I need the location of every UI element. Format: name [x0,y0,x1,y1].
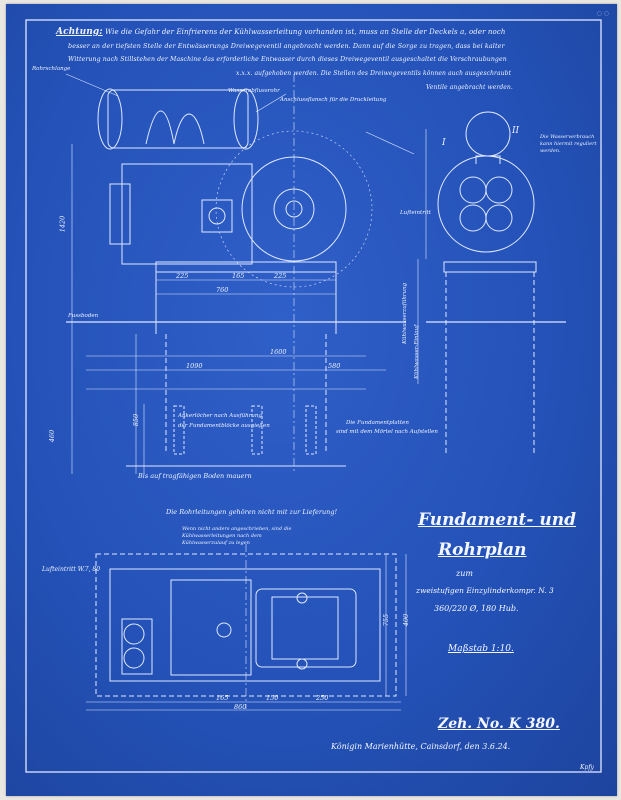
label-rohrschlange: Rohrschlange [32,66,71,72]
label-anschluss: Anschlussflansch für die Druckleitung [280,97,387,103]
label-anker-2: der Fundamentblöcke ausgießen [178,423,270,429]
label-fussboden: Fussboden [68,313,99,319]
dim-150: 150 [266,694,279,702]
label-boden: Bis auf tragfähigen Boden mauern [138,472,252,480]
signature: Kpfy [580,764,594,771]
corner-stamp: ○ ○ [596,10,609,17]
notice-line: besser an der tiefsten Stelle der Entwäs… [68,42,505,50]
drawing-lines [25,19,602,773]
notice-line: Witterung nach Stillstehen der Maschine … [68,56,507,63]
footer-place-date: Königin Marienhütte, Cainsdorf, den 3.6.… [331,742,511,751]
dim-1090: 1090 [186,362,203,370]
label-anker-1: Ankerlöcher nach Ausführung [178,413,262,419]
label-plan-note: Wenn nicht anders angeschrieben, sind di… [182,526,292,546]
label-roman-2: II [512,126,520,136]
notice-line: Wie die Gefahr der Einfrierens der Kühlw… [105,28,506,36]
dim-1600: 1600 [270,348,287,356]
label-wasserabfluss: Wasserabflussrohr [228,88,280,94]
dim-580: 580 [328,362,341,370]
notice-line: x.x.x. aufgehoben werden. Die Stellen de… [236,70,512,77]
label-kuehlwasser-einlauf: Kühlwasser-Einlauf [414,324,420,379]
dim-165: 165 [232,272,245,280]
dim-850: 850 [132,413,141,427]
label-side-note: Die Wasserverbrauch kann hiermit regulie… [540,134,597,154]
label-lufteintritt: Lufteintritt [400,210,432,216]
dim-225a: 225 [176,272,189,280]
label-kuehlwasser: Kühlwasserzuführung [402,282,408,344]
label-platten-2: sind mit dem Mörtel nach Aufstellen [336,429,438,435]
label-roman-1: I [442,138,446,148]
title-scale: Maßstab 1:10. [448,644,514,654]
dim-755: 755 [382,613,391,627]
label-plan-luft: Lufteintritt W.7, 80 [42,566,101,573]
dim-760: 760 [216,286,229,294]
notice-line: Ventile angebracht werden. [426,84,513,91]
blueprint-sheet: ○ ○ Achtung: Wie die Gefahr der Einfrier… [6,4,617,796]
title-line-4: zweistufigen Einzylinderkompr. N. 3 [416,586,554,595]
dim-250: 250 [316,694,329,702]
title-line-3: zum [456,569,473,578]
dim-860: 860 [234,703,247,711]
dim-400: 400 [402,613,411,627]
dim-1420: 1420 [58,215,67,233]
dim-460: 460 [48,429,57,443]
notice-block: Achtung: Wie die Gefahr der Einfrierens … [56,26,505,38]
notice-heading: Achtung: [56,27,103,37]
title-line-5: 360/220 Ø, 180 Hub. [434,604,519,613]
drawing-number: Zeh. No. K 380. [438,716,560,732]
title-line-2: Rohrplan [438,540,527,560]
label-platten-1: Die Fundamentplatten [346,420,409,426]
dim-225b: 225 [274,272,287,280]
dim-165-plan: 165 [216,694,229,702]
title-line-1: Fundament- und [418,510,576,530]
label-rohrleitungen: Die Rohrleitungen gehören nicht mit zur … [166,508,338,516]
